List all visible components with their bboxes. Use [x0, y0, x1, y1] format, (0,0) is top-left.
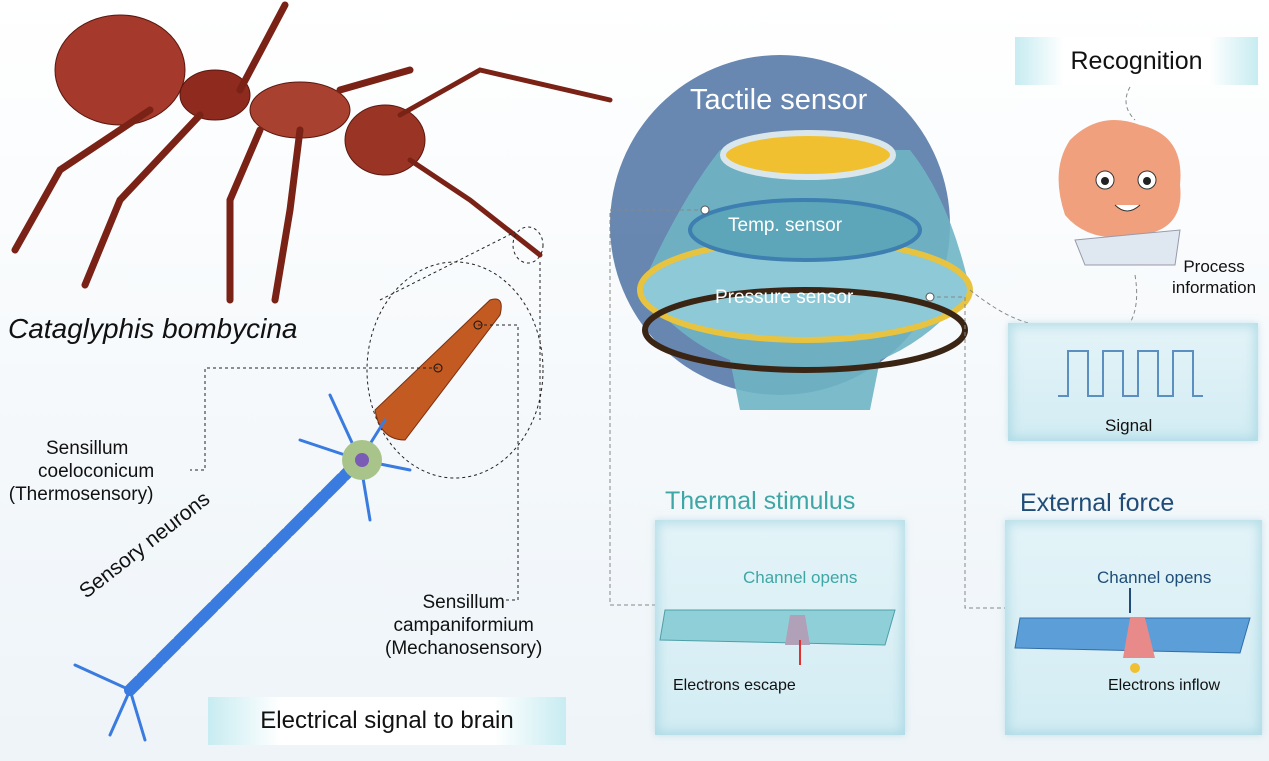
brain-character-illustration: [1058, 120, 1181, 266]
electrical-signal-tag: Electrical signal to brain: [208, 697, 566, 745]
thermal-electrons-label: Electrons escape: [673, 677, 796, 694]
signal-box: Signal: [1008, 323, 1258, 441]
species-name: Cataglyphis bombycina: [8, 313, 298, 344]
recognition-tag: Recognition: [1015, 37, 1258, 85]
pressure-sensor-label: Pressure sensor: [715, 287, 854, 308]
sensillum-illustration: [374, 298, 502, 441]
temp-sensor-label: Temp. sensor: [728, 215, 843, 236]
membrane-channel-icon: [659, 609, 896, 665]
sensillum-mechano-label: Sensillum campaniformium (Mechanosensory…: [385, 592, 543, 659]
square-wave-icon: [1058, 350, 1203, 397]
signal-label: Signal: [1105, 416, 1153, 435]
external-force-box: Channel opens Electrons inflow: [1005, 520, 1262, 735]
membrane-channel-icon: [1014, 588, 1251, 673]
tactile-sensor-illustration: [637, 130, 973, 410]
ant-illustration: [11, 1, 613, 304]
thermal-stimulus-title: Thermal stimulus: [665, 487, 856, 515]
neuron-illustration: [73, 393, 412, 742]
tactile-sensor-title: Tactile sensor: [690, 84, 868, 116]
thermal-stimulus-box: Channel opens Electrons escape: [655, 520, 905, 735]
force-electrons-label: Electrons inflow: [1108, 677, 1221, 694]
force-channel-label: Channel opens: [1097, 568, 1212, 587]
sensillum-thermo-label: Sensillum coeloconicum (Thermosensory): [8, 438, 155, 505]
external-force-title: External force: [1020, 489, 1175, 517]
thermal-channel-label: Channel opens: [743, 568, 858, 587]
